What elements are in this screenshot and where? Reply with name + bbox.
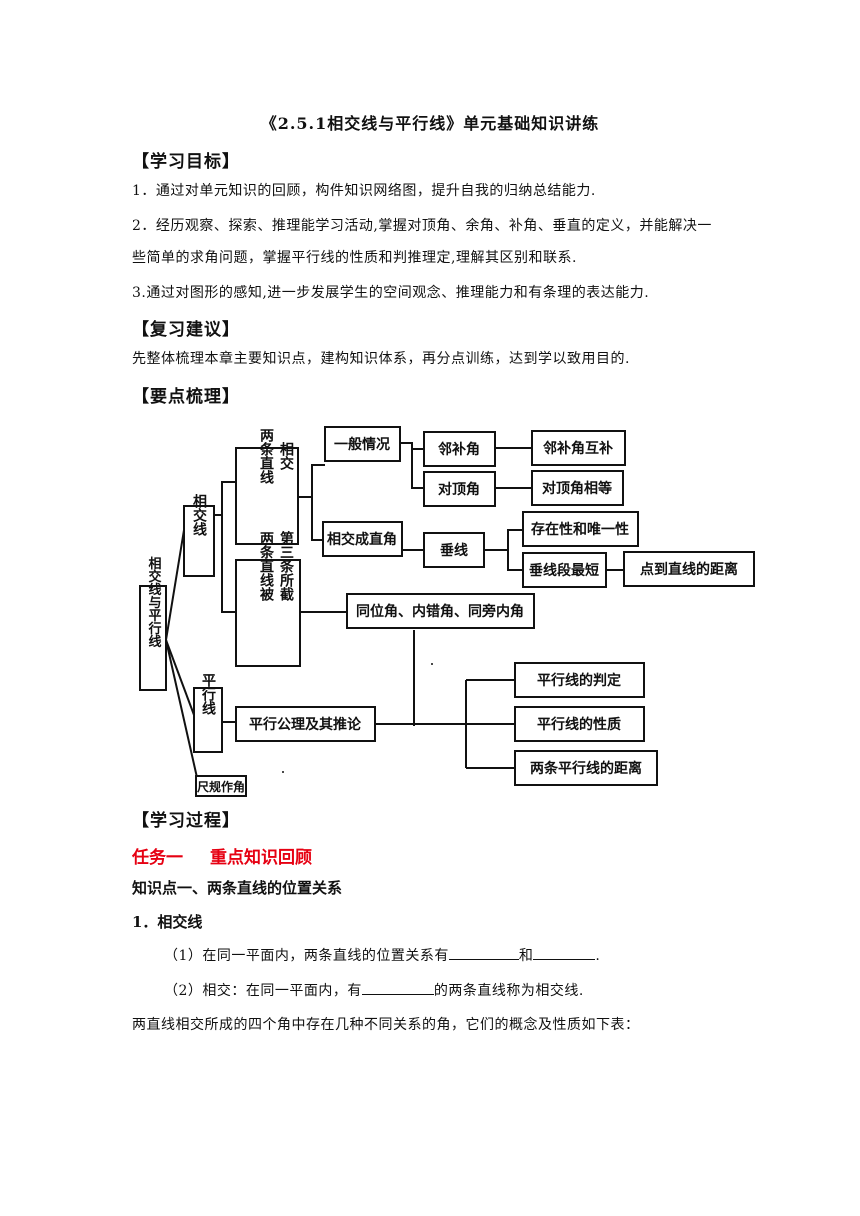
table-intro: 两直线相交所成的四个角中存在几种不同关系的角，它们的概念及性质如下表：	[132, 1017, 640, 1033]
label-third-2: 第三条所截	[278, 530, 295, 602]
box-vertical	[423, 471, 496, 507]
stray-dot	[282, 771, 284, 773]
box-adjacent-prop	[531, 430, 626, 466]
label-vertical-prop: 对顶角相等	[542, 480, 612, 497]
box-perpendicular	[423, 532, 485, 568]
box-existence	[522, 511, 639, 547]
box-general	[324, 426, 401, 462]
question-2-prefix: （2）相交：在同一平面内，有	[164, 983, 362, 999]
label-axiom: 平行公理及其推论	[249, 716, 362, 733]
label-ruler: 尺规作角	[197, 779, 245, 794]
box-axiom	[235, 706, 376, 742]
label-right-angle: 相交成直角	[327, 531, 397, 548]
label-two-lines-1: 两条直线	[258, 428, 275, 485]
answer-blank-2[interactable]	[533, 945, 596, 960]
label-perpendicular: 垂线	[440, 542, 468, 559]
label-root: 相交线与平行线	[146, 556, 163, 649]
box-parallel	[193, 687, 223, 753]
label-property: 平行线的性质	[537, 716, 621, 733]
label-vertical: 对顶角	[438, 481, 480, 498]
page-title: 《2.5.1相交线与平行线》单元基础知识讲练	[260, 114, 600, 133]
question-2: （2）相交：在同一平面内，有 的两条直线称为相交线.	[164, 980, 584, 1000]
label-angles: 同位角、内错角、同旁内角	[356, 603, 524, 620]
box-intersect	[183, 505, 215, 577]
task-title: 重点知识回顾	[210, 848, 312, 868]
question-1-suffix: .	[595, 948, 601, 964]
label-two-lines-2: 相交	[278, 441, 294, 471]
box-angles	[346, 593, 535, 629]
label-distance-point: 点到直线的距离	[640, 561, 738, 578]
question-2-suffix: 的两条直线称为相交线.	[433, 983, 584, 999]
answer-blank-1[interactable]	[448, 945, 519, 960]
outline-heading: 【要点梳理】	[132, 387, 240, 407]
stray-dot	[431, 663, 433, 665]
objectives-heading: 【学习目标】	[132, 152, 240, 172]
task-label: 任务一	[132, 848, 183, 868]
box-shortest	[522, 552, 607, 588]
label-third-1: 两条直线被	[258, 531, 275, 602]
box-two-lines	[235, 447, 299, 545]
label-intersect: 相交线	[191, 493, 207, 537]
label-parallel: 平行线	[200, 673, 217, 716]
process-heading: 【学习过程】	[132, 811, 240, 831]
label-distance-parallel: 两条平行线的距离	[530, 760, 642, 777]
box-third-line	[235, 559, 301, 667]
question-1-mid: 和	[518, 948, 534, 964]
label-general: 一般情况	[334, 436, 390, 453]
diagram-labels: 相交线与平行线 相交线 平行线 尺规作角 两条直线 相交 两条直线被 第三条所截…	[146, 428, 739, 794]
box-right-angle	[322, 521, 403, 557]
knowledge-point-heading: 知识点一、两条直线的位置关系	[132, 879, 343, 897]
objective-1: 1．通过对单元知识的回顾，构件知识网络图，提升自我的归纳总结能力.	[132, 183, 596, 199]
objective-2-cont: 些简单的求角问题，掌握平行线的性质和判推理定,理解其区别和联系.	[132, 250, 577, 266]
objective-3: 3.通过对图形的感知,进一步发展学生的空间观念、推理能力和有条理的表达能力.	[132, 285, 650, 301]
question-1-prefix: （1）在同一平面内，两条直线的位置关系有	[164, 948, 449, 964]
objective-2: 2．经历观察、探索、推理能学习活动,掌握对顶角、余角、补角、垂直的定义，并能解决…	[132, 218, 712, 234]
label-adjacent: 邻补角	[438, 441, 480, 458]
box-ruler	[195, 775, 247, 797]
label-adjacent-prop: 邻补角互补	[543, 440, 613, 457]
box-distance-parallel	[514, 750, 658, 786]
box-property	[514, 706, 645, 742]
label-shortest: 垂线段最短	[529, 562, 599, 579]
box-vertical-prop	[531, 470, 624, 506]
label-existence: 存在性和唯一性	[531, 521, 629, 538]
box-root	[139, 585, 167, 691]
label-judgement: 平行线的判定	[537, 672, 621, 689]
box-adjacent	[423, 431, 496, 467]
advice-heading: 【复习建议】	[132, 320, 240, 340]
advice-text: 先整体梳理本章主要知识点，建构知识体系，再分点训练，达到学以致用目的.	[132, 351, 630, 367]
diagram-boxes	[139, 426, 755, 797]
item-1-heading: 1．相交线	[132, 913, 203, 931]
box-distance-point	[623, 551, 755, 587]
diagram-connectors	[165, 442, 624, 783]
question-1: （1）在同一平面内，两条直线的位置关系有 和.	[164, 945, 600, 965]
box-judgement	[514, 662, 645, 698]
answer-blank-3[interactable]	[361, 980, 434, 995]
